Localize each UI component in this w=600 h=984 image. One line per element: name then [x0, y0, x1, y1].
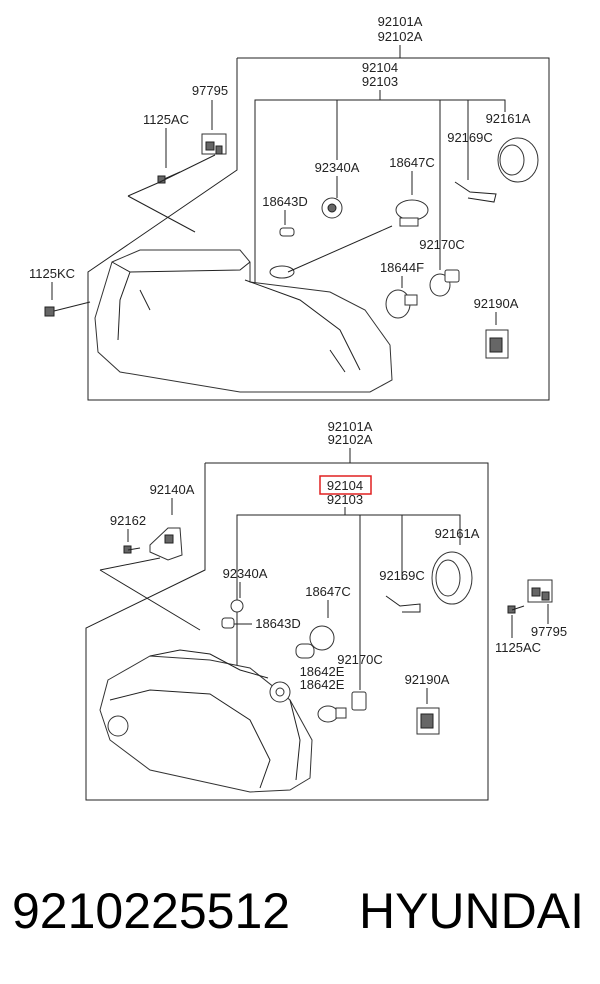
- socket-icon: [321, 197, 343, 219]
- top-label-92101a: 92101A: [378, 14, 423, 29]
- connector-bracket-icon: [201, 133, 227, 155]
- top-label-18643d: 18643D: [262, 194, 308, 209]
- bottom-label-92101a: 92101A: [328, 419, 373, 434]
- bolt-icon: [44, 301, 91, 317]
- top-label-1125kc: 1125KC: [29, 266, 75, 281]
- screw-icon: [507, 605, 525, 614]
- bottom-label-92170c: 92170C: [337, 652, 383, 667]
- top-label-92161a: 92161A: [486, 111, 531, 126]
- highlight-box: [319, 475, 372, 495]
- top-label-97795: 97795: [192, 83, 228, 98]
- bottom-label-97795: 97795: [531, 624, 567, 639]
- wire-harness-icon: [385, 595, 421, 613]
- bottom-label-92161a: 92161A: [435, 526, 480, 541]
- connector-bracket-icon: [527, 579, 553, 603]
- top-label-92340a: 92340A: [315, 160, 360, 175]
- small-bulb-icon: [279, 227, 295, 237]
- top-headlamp-housing: [94, 225, 393, 393]
- bottom-label-92162: 92162: [110, 513, 146, 528]
- bottom-assembly-frame: [85, 462, 489, 801]
- bottom-label-92140a: 92140A: [150, 482, 195, 497]
- grommet-icon: [485, 329, 509, 359]
- top-assembly-frame: [87, 57, 550, 401]
- top-label-92102a: 92102A: [378, 29, 423, 44]
- socket-icon: [230, 599, 244, 613]
- top-label-92104: 92104: [362, 60, 398, 75]
- mounting-bracket-icon: [149, 527, 183, 561]
- bottom-label-1125ac: 1125AC: [495, 640, 541, 655]
- top-assembly: 92101A 92102A 92104 92103 97795 1125AC 1…: [29, 14, 550, 401]
- top-label-92103: 92103: [362, 74, 398, 89]
- bulb-cap-ring-icon: [497, 137, 539, 183]
- top-label-18647c: 18647C: [389, 155, 435, 170]
- bottom-label-18642f: 18642E: [300, 677, 345, 692]
- bottom-label-92103: 92103: [327, 492, 363, 507]
- screw-icon: [123, 545, 141, 554]
- top-label-92169c: 92169C: [447, 130, 493, 145]
- top-label-1125ac: 1125AC: [143, 112, 189, 127]
- bulb-cap-ring-icon: [431, 551, 473, 605]
- bottom-assembly: 92101A 92102A 92104 92103 92140A 92162: [85, 419, 567, 801]
- bottom-label-92104: 92104: [327, 478, 363, 493]
- top-label-92190a: 92190A: [474, 296, 519, 311]
- top-label-92170c: 92170C: [419, 237, 465, 252]
- halogen-bulb-icon: [295, 625, 335, 659]
- part-number: 9210225512: [12, 883, 290, 939]
- side-socket-icon: [429, 269, 460, 297]
- bottom-label-18642e: 18642E: [300, 664, 345, 679]
- bottom-label-92102a: 92102A: [328, 432, 373, 447]
- bottom-label-18643d: 18643D: [255, 616, 301, 631]
- wire-harness-icon: [454, 181, 497, 203]
- signal-bulb-icon: [317, 705, 347, 723]
- bottom-label-92190a: 92190A: [405, 672, 450, 687]
- bottom-label-92340a: 92340A: [223, 566, 268, 581]
- side-socket-icon: [351, 691, 367, 711]
- brand-name: HYUNDAI: [359, 883, 584, 939]
- bottom-headlamp-housing: [99, 649, 313, 793]
- small-bulb-icon: [221, 617, 235, 629]
- signal-bulb-icon: [385, 289, 418, 319]
- top-label-18644f: 18644F: [380, 260, 424, 275]
- bottom-label-92169c: 92169C: [379, 568, 425, 583]
- bottom-label-18647c: 18647C: [305, 584, 351, 599]
- grommet-icon: [416, 707, 440, 735]
- halogen-bulb-icon: [395, 199, 429, 227]
